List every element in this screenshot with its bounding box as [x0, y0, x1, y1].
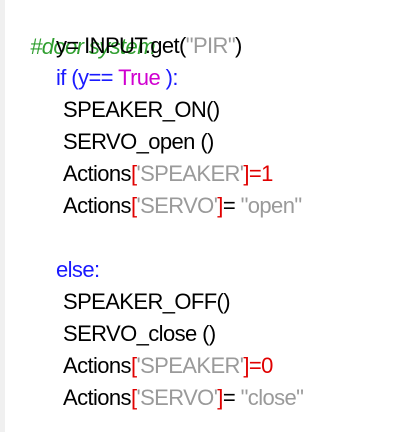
servo-close-call: SERVO_close (): [63, 321, 216, 346]
speaker-on-call: SPEAKER_ON(): [63, 97, 220, 122]
code-line-servo-close: SERVO_close (): [63, 319, 216, 349]
input-call: y= INPUT.get(: [56, 33, 186, 58]
servo-open-call: SERVO_open (): [63, 129, 214, 154]
right-bracket: ]: [217, 385, 223, 410]
servo-key: 'SERVO': [136, 385, 218, 410]
code-line-speaker-on: SPEAKER_ON(): [63, 95, 220, 125]
code-line-actions-speaker-0: Actions['SPEAKER']=0: [63, 351, 273, 381]
left-bracket: [: [130, 385, 137, 410]
speaker-key: 'SPEAKER': [136, 161, 244, 186]
actions-name: Actions: [63, 161, 132, 186]
code-line-if: if (y== True ):: [56, 63, 178, 93]
right-bracket: ]: [243, 161, 249, 186]
speaker-off-call: SPEAKER_OFF(): [63, 289, 231, 314]
equals-sign: =: [248, 161, 262, 186]
actions-name: Actions: [63, 385, 132, 410]
code-line-speaker-off: SPEAKER_OFF(): [63, 287, 231, 317]
servo-value-open: "open": [240, 193, 303, 218]
actions-name: Actions: [63, 193, 132, 218]
left-bracket: [: [130, 161, 137, 186]
if-condition: if (y==: [56, 65, 114, 90]
code-line-comment: #door system: [8, 2, 155, 59]
if-close: ):: [165, 65, 179, 90]
pir-string: "PIR": [185, 33, 236, 58]
editor-gutter: [0, 0, 5, 432]
actions-name: Actions: [63, 353, 132, 378]
equals-sign: =: [222, 385, 236, 410]
code-line-actions-servo-close: Actions['SERVO']= "close": [63, 383, 304, 413]
right-bracket: ]: [243, 353, 249, 378]
input-call-close: ): [235, 33, 242, 58]
servo-key: 'SERVO': [136, 193, 218, 218]
speaker-value-0: 0: [261, 353, 273, 378]
code-line-else: else:: [56, 255, 100, 285]
else-keyword: else:: [56, 257, 100, 282]
comment-text: #door system: [30, 34, 155, 59]
code-line-actions-speaker-1: Actions['SPEAKER']=1: [63, 159, 273, 189]
left-bracket: [: [130, 353, 137, 378]
equals-sign: =: [222, 193, 236, 218]
servo-value-close: "close": [240, 385, 304, 410]
equals-sign: =: [248, 353, 262, 378]
code-line-actions-servo-open: Actions['SERVO']= "open": [63, 191, 302, 221]
code-line-input: y= INPUT.get("PIR"): [56, 31, 242, 61]
true-literal: True: [118, 65, 161, 90]
speaker-key: 'SPEAKER': [136, 353, 244, 378]
left-bracket: [: [130, 193, 137, 218]
code-line-servo-open: SERVO_open (): [63, 127, 214, 157]
speaker-value-1: 1: [261, 161, 273, 186]
right-bracket: ]: [217, 193, 223, 218]
